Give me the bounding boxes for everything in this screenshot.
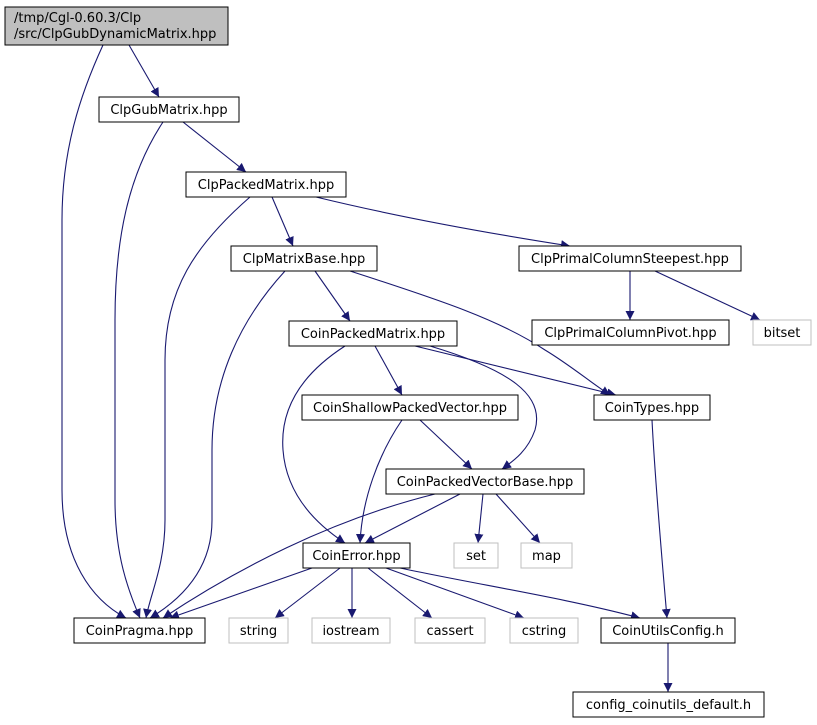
node-label: ClpPackedMatrix.hpp xyxy=(198,178,334,193)
node-iostream[interactable]: iostream xyxy=(311,617,391,644)
node-clpprimalcolumnpivot[interactable]: ClpPrimalColumnPivot.hpp xyxy=(531,319,730,346)
edge-coinerror-to-coinpragma xyxy=(169,567,313,620)
edge-root-to-coinpragma xyxy=(61,44,127,619)
edge-clpgubmatrix-to-coinpragma xyxy=(114,121,164,619)
node-set[interactable]: set xyxy=(453,542,499,569)
node-box xyxy=(453,542,499,569)
node-coinerror[interactable]: CoinError.hpp xyxy=(302,542,411,569)
node-box xyxy=(520,542,573,569)
edge-coinerror-to-cstring xyxy=(385,567,525,620)
edge-coinerror-to-coinutilsconfig xyxy=(399,567,641,621)
node-clpprimalcolumnsteepest[interactable]: ClpPrimalColumnSteepest.hpp xyxy=(518,245,742,272)
node-label: iostream xyxy=(322,624,379,639)
edge-coinpackedmatrix-to-coinerror xyxy=(282,345,346,544)
node-label: set xyxy=(466,549,486,564)
node-label: CoinPackedMatrix.hpp xyxy=(301,327,445,342)
node-box xyxy=(288,320,458,347)
node-box xyxy=(572,691,765,718)
edge-root-to-clpgubmatrix xyxy=(128,44,160,98)
node-box xyxy=(518,245,742,272)
node-label: CoinTypes.hpp xyxy=(605,401,699,416)
edge-coinpackedmatrix-to-coinshallowpackedvector xyxy=(374,345,403,396)
node-string[interactable]: string xyxy=(228,617,289,644)
node-label: ClpMatrixBase.hpp xyxy=(243,252,365,267)
node-label-line: /tmp/Cgl-0.60.3/Clp xyxy=(14,11,141,26)
node-label: CoinPragma.hpp xyxy=(86,624,194,639)
node-label: cstring xyxy=(522,624,566,639)
node-coinpackedmatrix[interactable]: CoinPackedMatrix.hpp xyxy=(288,320,458,347)
node-box xyxy=(311,617,391,644)
edge-clpgubmatrix-to-clppackedmatrix xyxy=(182,121,247,173)
node-box xyxy=(531,319,730,346)
node-clppackedmatrix[interactable]: ClpPackedMatrix.hpp xyxy=(185,171,347,198)
edge-clppackedmatrix-to-clpprimalcolumnsteepest xyxy=(315,196,571,250)
edge-clpmatrixbase-to-coinpackedmatrix xyxy=(314,270,351,322)
edge-coinpackedvectorbase-to-coinpragma xyxy=(162,493,436,619)
node-label: CoinPackedVectorBase.hpp xyxy=(397,475,574,490)
node-label: string xyxy=(240,624,277,639)
node-box xyxy=(593,394,711,421)
edge-coinpackedvectorbase-to-set xyxy=(474,493,484,544)
node-box xyxy=(414,617,486,644)
edge-coinshallowpackedvector-to-coinpackedvectorbase xyxy=(419,419,473,470)
node-label: config_coinutils_default.h xyxy=(586,698,751,713)
node-label: bitset xyxy=(764,326,801,341)
node-box xyxy=(228,617,289,644)
node-cassert[interactable]: cassert xyxy=(414,617,486,644)
node-box xyxy=(73,617,206,644)
node-box xyxy=(4,6,229,46)
nodes: /tmp/Cgl-0.60.3/Clp/src/ClpGubDynamicMat… xyxy=(4,6,812,718)
node-root[interactable]: /tmp/Cgl-0.60.3/Clp/src/ClpGubDynamicMat… xyxy=(4,6,229,46)
node-label: CoinUtilsConfig.h xyxy=(612,624,724,639)
edge-coinpackedmatrix-to-cointypes xyxy=(414,345,617,398)
edge-coinpackedvectorbase-to-map xyxy=(495,493,541,544)
node-label: ClpPrimalColumnSteepest.hpp xyxy=(531,252,729,267)
node-clpmatrixbase[interactable]: ClpMatrixBase.hpp xyxy=(230,245,378,272)
node-box xyxy=(185,171,347,198)
edge-coinerror-to-cassert xyxy=(367,567,433,619)
node-clpgubmatrix[interactable]: ClpGubMatrix.hpp xyxy=(98,96,240,123)
node-cointypes[interactable]: CoinTypes.hpp xyxy=(593,394,711,421)
node-box xyxy=(509,617,579,644)
node-box xyxy=(752,319,812,346)
node-label: ClpPrimalColumnPivot.hpp xyxy=(544,326,716,341)
node-label: ClpGubMatrix.hpp xyxy=(110,103,227,118)
edge-clpmatrixbase-to-coinpragma xyxy=(149,270,286,619)
edge-clpprimalcolumnsteepest-to-bitset xyxy=(654,270,761,321)
node-label: CoinError.hpp xyxy=(312,549,400,564)
node-coinpackedvectorbase[interactable]: CoinPackedVectorBase.hpp xyxy=(385,468,585,495)
node-label-line: /src/ClpGubDynamicMatrix.hpp xyxy=(14,27,216,42)
node-coinpragma[interactable]: CoinPragma.hpp xyxy=(73,617,206,644)
node-box xyxy=(600,617,736,644)
node-config_coinutils_default[interactable]: config_coinutils_default.h xyxy=(572,691,765,718)
node-box xyxy=(302,542,411,569)
edge-clppackedmatrix-to-clpmatrixbase xyxy=(271,196,294,247)
edge-clppackedmatrix-to-coinpragma xyxy=(143,196,251,619)
edge-cointypes-to-coinutilsconfig xyxy=(651,419,671,619)
edge-coinerror-to-string xyxy=(274,567,341,619)
node-box xyxy=(301,394,519,421)
node-coinshallowpackedvector[interactable]: CoinShallowPackedVector.hpp xyxy=(301,394,519,421)
node-box xyxy=(98,96,240,123)
node-cstring[interactable]: cstring xyxy=(509,617,579,644)
node-map[interactable]: map xyxy=(520,542,573,569)
node-label: CoinShallowPackedVector.hpp xyxy=(313,401,507,416)
edges xyxy=(61,44,761,692)
edge-coinpackedmatrix-to-coinpackedvectorbase xyxy=(429,345,538,470)
node-bitset[interactable]: bitset xyxy=(752,319,812,346)
edge-coinshallowpackedvector-to-coinerror xyxy=(355,419,403,544)
node-box xyxy=(230,245,378,272)
node-label: map xyxy=(532,549,561,564)
edge-clpmatrixbase-to-cointypes xyxy=(349,270,611,396)
edge-coinpackedvectorbase-to-coinerror xyxy=(364,493,461,544)
node-box xyxy=(385,468,585,495)
node-coinutilsconfig[interactable]: CoinUtilsConfig.h xyxy=(600,617,736,644)
node-label: cassert xyxy=(426,624,473,639)
